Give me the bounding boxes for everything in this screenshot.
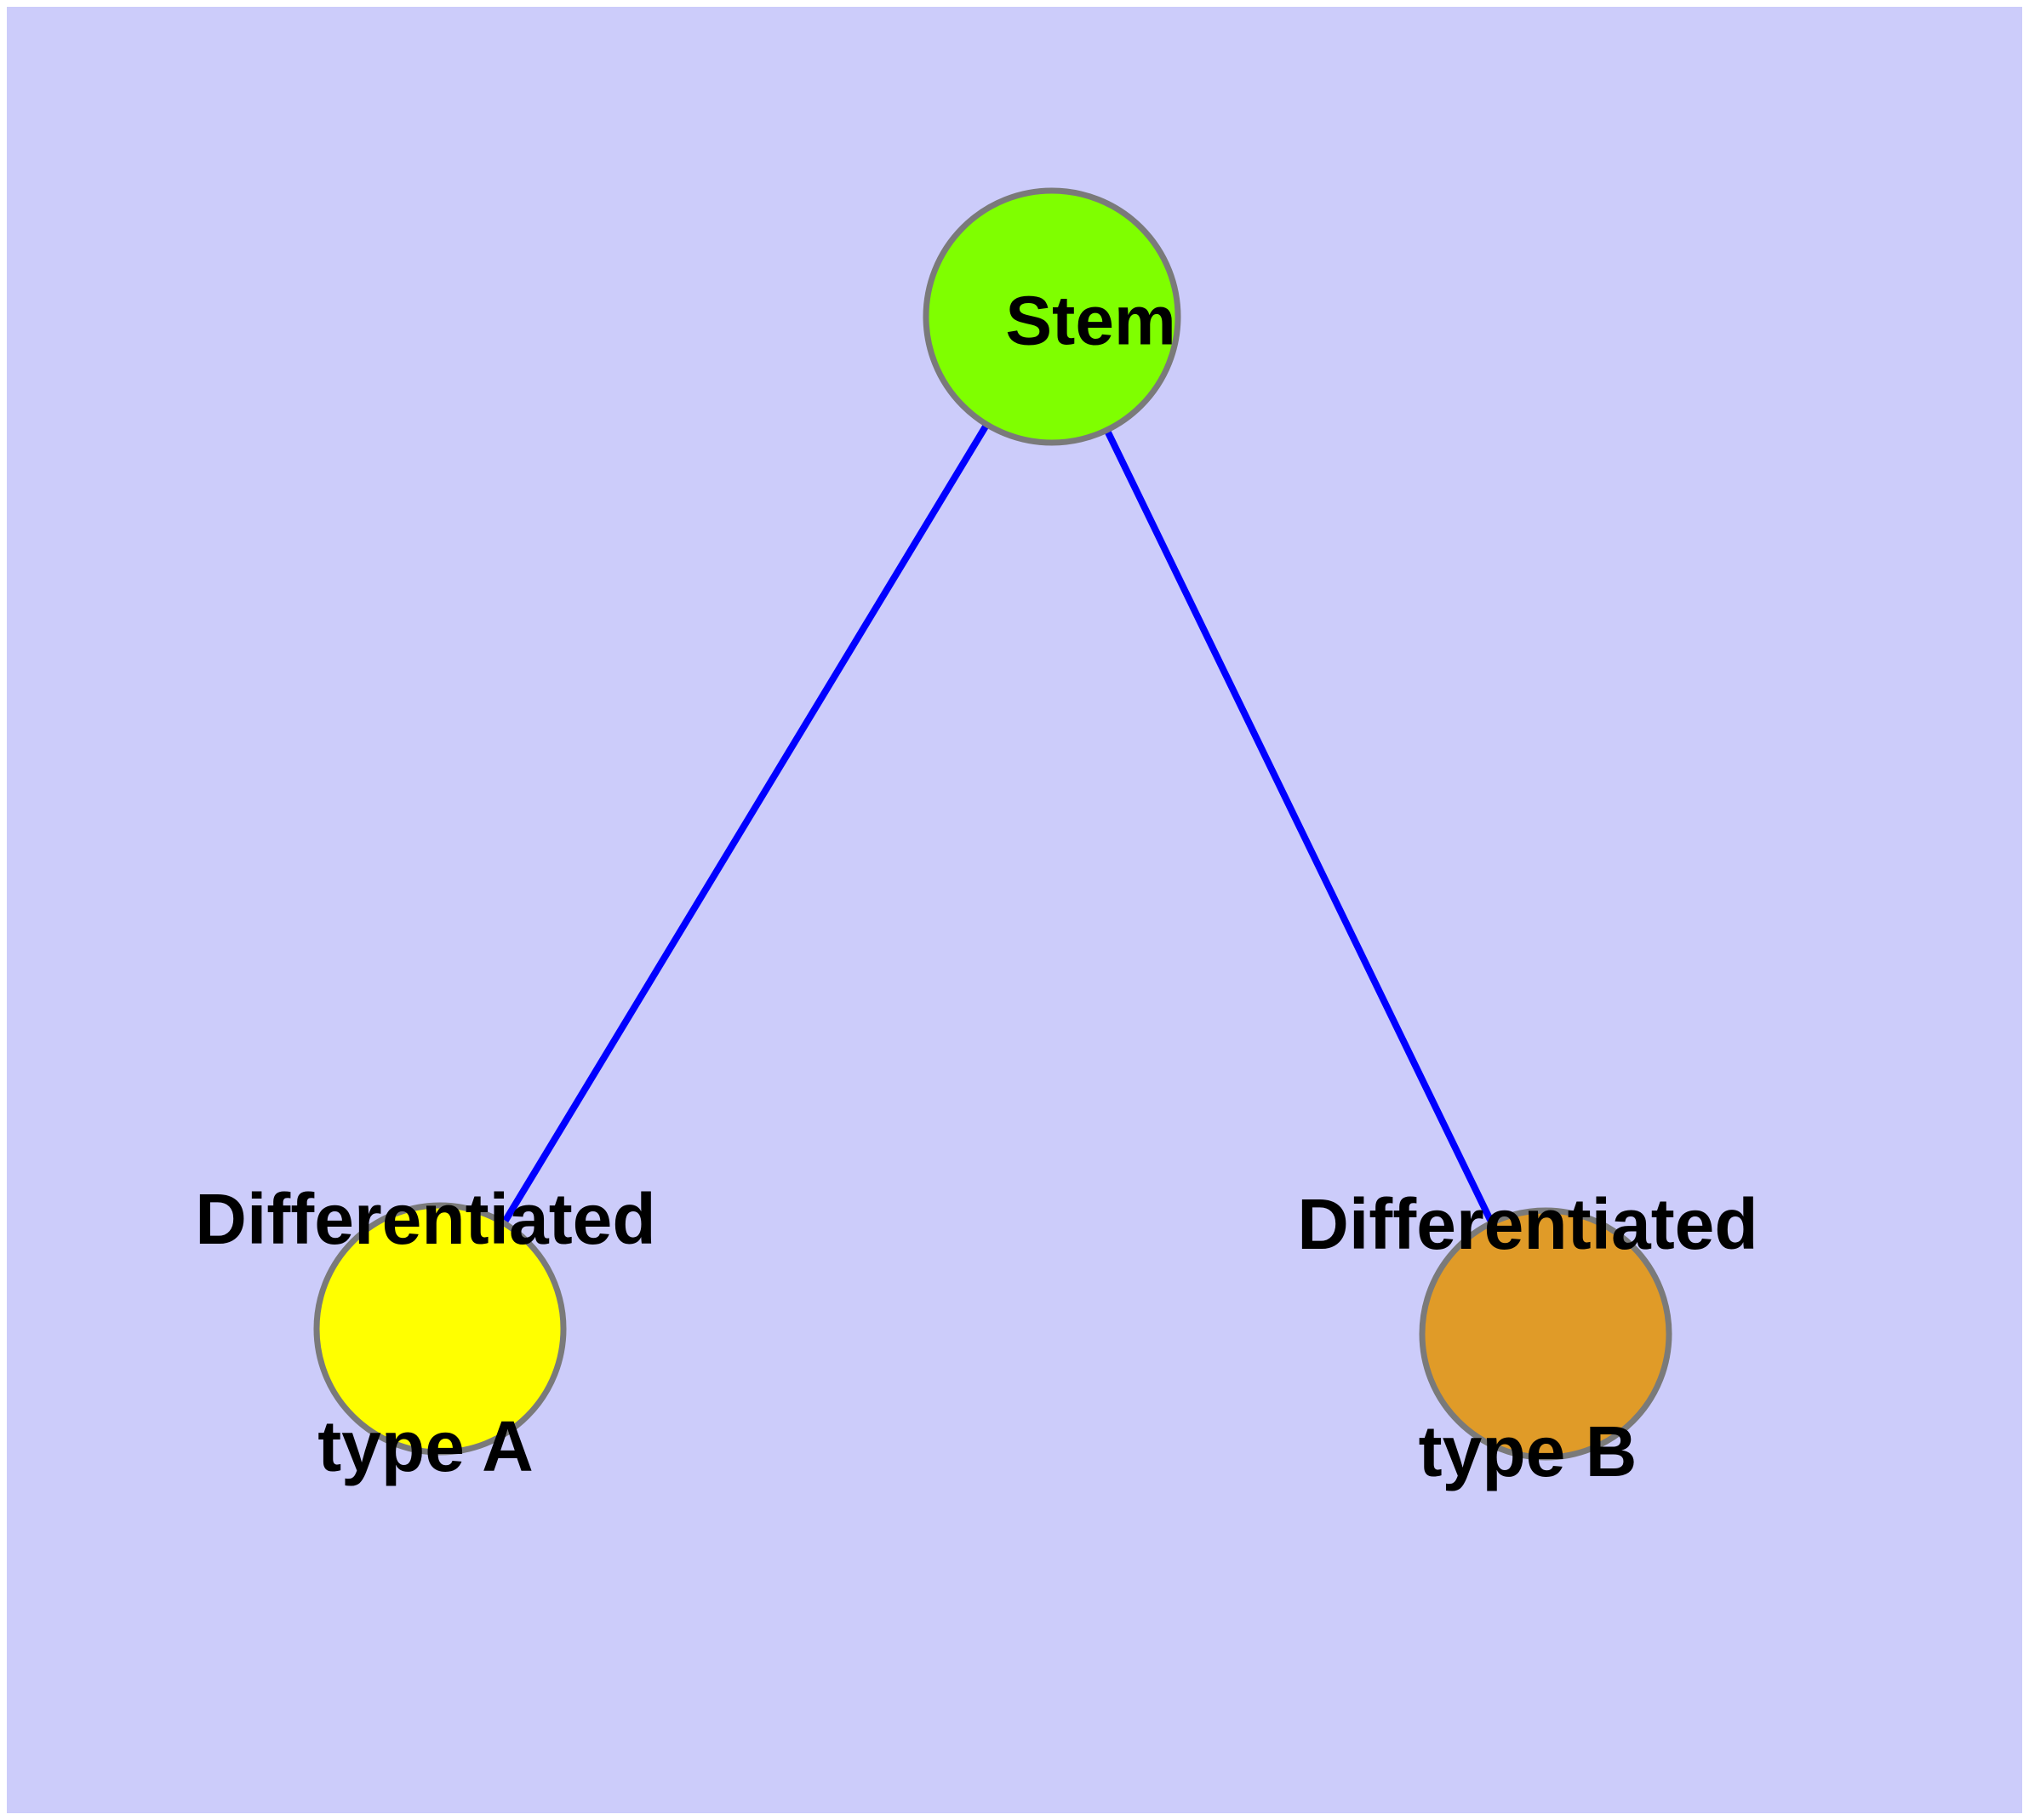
node-stem-circle[interactable] <box>923 187 1181 446</box>
node-differentiated-b-circle[interactable] <box>1419 1207 1672 1461</box>
edge-stem-to-differentiated-a <box>502 424 989 1223</box>
edge-stem-to-differentiated-b <box>1104 430 1494 1222</box>
edge-layer <box>502 424 1494 1223</box>
node-layer <box>313 187 1672 1461</box>
node-differentiated-a-circle[interactable] <box>313 1202 567 1456</box>
